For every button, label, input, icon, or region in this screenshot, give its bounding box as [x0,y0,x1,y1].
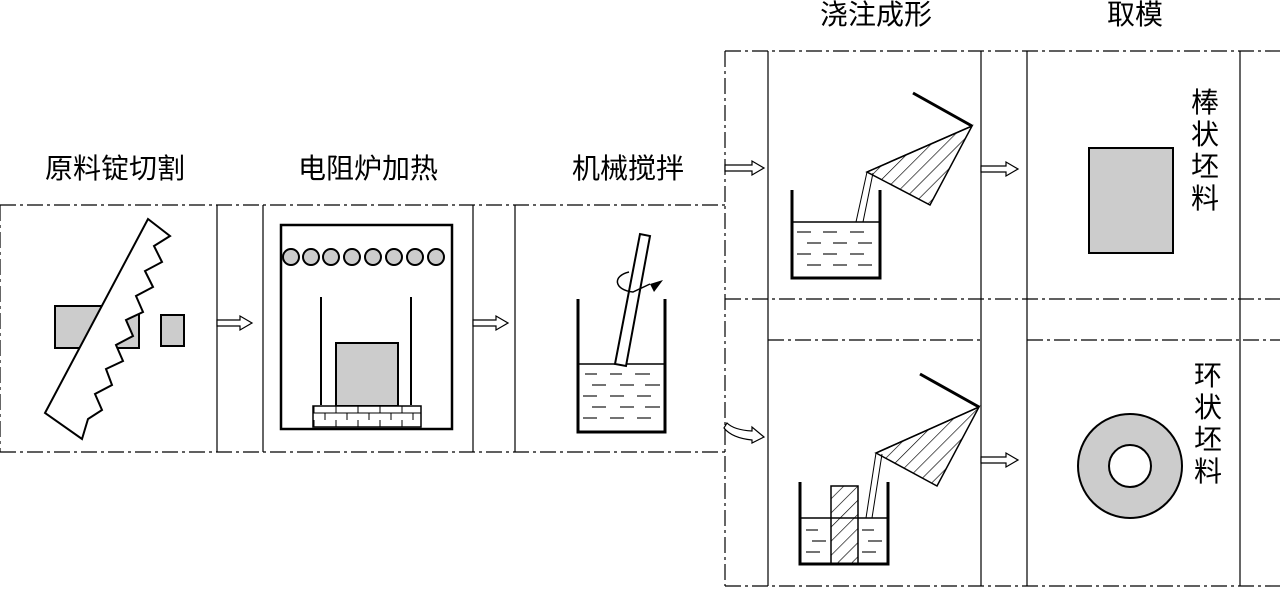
flow-arrow-4 [980,160,1020,178]
flow-arrow-3 [724,159,766,177]
pour-lower-melt-waves [806,529,882,553]
ingot-block-small [160,314,185,347]
heating-elements [282,248,445,266]
pour-lower-illustration [798,372,981,566]
rod-billet-block [1088,147,1174,254]
step-label-stir: 机械搅拌 [572,152,684,185]
furnace-outer [279,223,454,431]
flow-arrow-2 [472,314,510,332]
pour-upper-illustration [790,91,974,280]
product-label-rod: 棒状坯料 [1191,86,1219,215]
stirring-illustration [576,232,667,434]
mold-core [830,485,859,565]
stir-melt-waves [583,373,660,419]
step-label-heat: 电阻炉加热 [298,152,438,185]
ingot-cutting-illustration [43,217,185,441]
mold-lower [798,482,890,566]
step-label-pour: 浇注成形 [820,0,932,31]
flow-arrow-5 [980,451,1020,469]
ring-billet-illustration [1077,413,1183,519]
pour-upper-melt-waves [797,231,872,266]
step-label-demold: 取模 [1107,0,1163,31]
stir-rod [613,232,652,368]
product-label-ring: 环状坯料 [1194,359,1222,488]
step-label-cut: 原料锭切割 [45,152,185,185]
stir-crucible [576,299,667,434]
ring-billet-hole [1108,444,1152,488]
ingot-in-furnace [335,342,399,407]
furnace-base [312,405,422,428]
furnace-illustration [279,223,454,431]
flow-arrow-1 [216,314,254,332]
flow-arrow-curved [723,422,766,444]
rotation-arrowhead [650,280,663,292]
rod-billet-illustration [1088,147,1174,254]
left-band-frame [0,204,725,453]
mold-upper [790,190,882,280]
rotation-arc [616,271,651,293]
saw-blade [43,217,172,441]
right-band-frame [724,50,1280,587]
